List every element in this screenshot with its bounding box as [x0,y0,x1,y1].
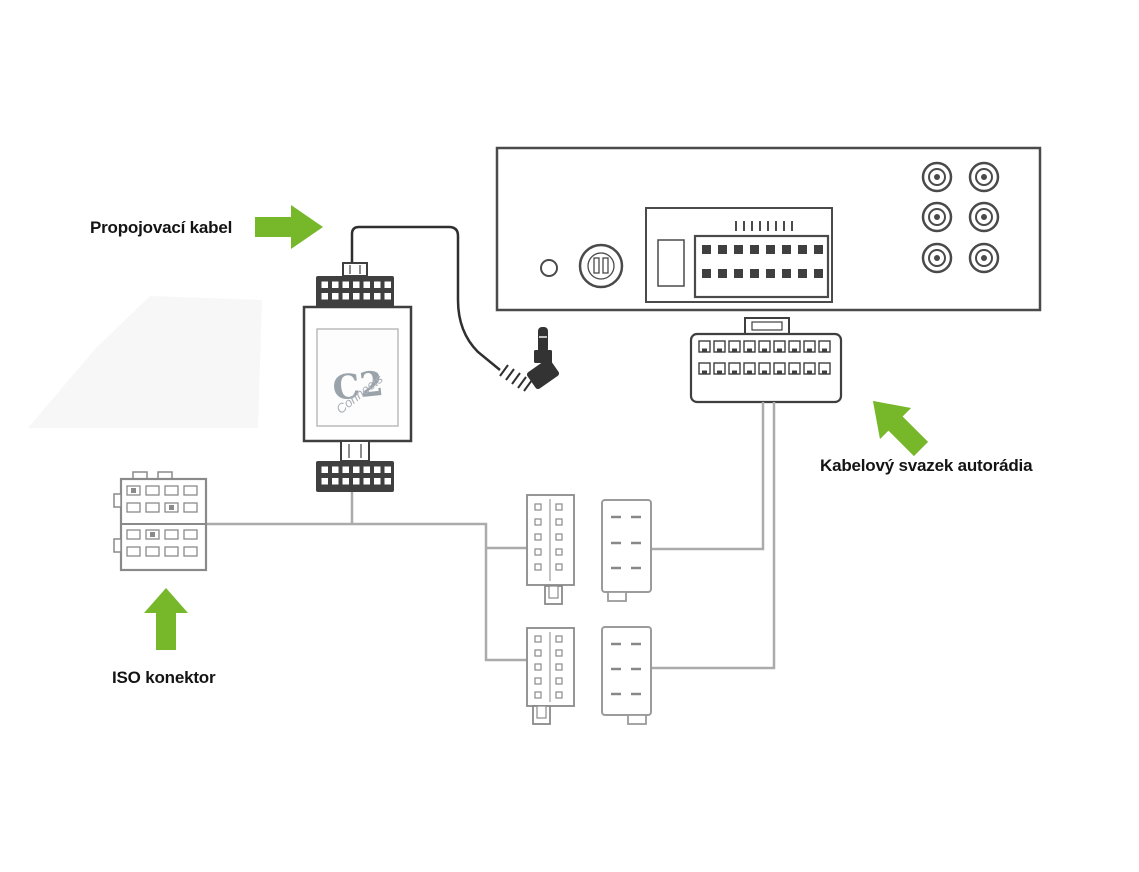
slot-connector-lower [601,626,652,725]
vent-stripes [735,221,793,231]
wiring [206,402,776,670]
rca-jack [968,201,1000,233]
adapter-bottom-connector [316,461,394,492]
iso-connector [113,471,208,572]
panel-hole [540,259,558,277]
jack-collar [534,350,552,363]
arrow-up-icon [144,588,188,650]
background-watermark [28,296,262,428]
radio-rear-panel [495,146,1042,312]
antenna-socket [578,243,624,289]
small-connector-upper [526,494,575,605]
rca-jacks [921,161,1000,274]
rca-jack [921,242,953,274]
label-propojovaci-kabel: Propojovací kabel [90,218,233,237]
wire-right-b [651,402,776,670]
jack-body [526,358,560,390]
wire-left [206,522,527,662]
iso-pins [126,485,198,557]
jack-plug [499,327,560,392]
label-iso-konektor: ISO konektor [112,668,216,687]
slot-connector-upper [601,499,652,602]
rca-jack [921,201,953,233]
wire-right-a [651,402,765,551]
main-connector-block [645,207,833,303]
rca-jack [968,242,1000,274]
jack-tip [538,327,548,353]
strain-relief [499,364,533,392]
adapter-box: C2 Connects [302,262,413,492]
small-connector-lower [526,627,575,725]
radio-harness-connector [689,317,843,404]
adapter-top-connector [316,276,394,307]
adapter-bottom-tab [340,440,370,462]
arrow-diagonal-icon [872,400,929,457]
label-kabelovy-svazek: Kabelový svazek autorádia [820,456,1033,475]
adapter-logo-mark: C2 [331,364,386,409]
rca-jack [968,161,1000,193]
adapter-top-tab [342,262,368,277]
aux-cable [350,225,501,371]
arrow-right-icon [255,205,323,249]
adapter-label-plate [316,328,399,427]
rca-jack [921,161,953,193]
